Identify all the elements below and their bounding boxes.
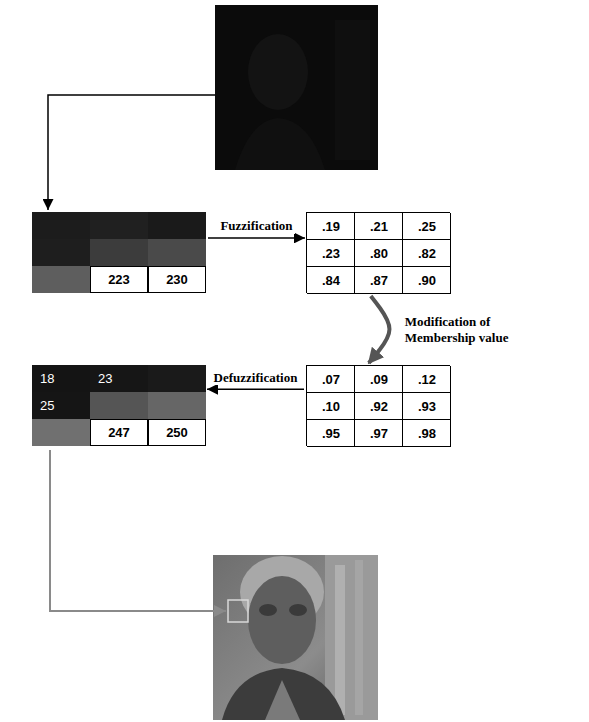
pixel-value: 23	[90, 365, 148, 392]
membership-value: .93	[403, 393, 451, 420]
membership-value: .95	[307, 420, 355, 447]
pixel-cell	[90, 212, 148, 239]
pixel-cell	[32, 212, 90, 239]
pixel-grid: 182325247250	[32, 365, 206, 446]
pixel-cell	[90, 239, 148, 266]
connector-arrow	[369, 296, 390, 363]
pixel-cell	[148, 239, 206, 266]
dark-source-image	[215, 5, 378, 170]
pixel-value: 223	[90, 266, 148, 293]
pixel-value: 18	[32, 365, 90, 392]
membership-value: .97	[355, 420, 403, 447]
pixel-value: 250	[148, 419, 206, 446]
enhanced-image	[213, 555, 378, 720]
pixel-value: 247	[90, 419, 148, 446]
pixel-value: 25	[32, 392, 90, 419]
membership-value: .87	[355, 267, 403, 294]
connector-arrow	[208, 237, 305, 239]
pixel-value: 230	[148, 266, 206, 293]
edge-label: Defuzzification	[212, 370, 300, 386]
flow-arrow	[50, 450, 226, 611]
membership-value: .07	[307, 366, 355, 393]
membership-value: .90	[403, 267, 451, 294]
membership-value: .12	[403, 366, 451, 393]
pixel-cell	[148, 392, 206, 419]
membership-value: .92	[355, 393, 403, 420]
membership-table: .07.09.12 .10.92.93 .95.97.98	[306, 365, 450, 446]
pixel-cell	[32, 239, 90, 266]
membership-value: .10	[307, 393, 355, 420]
membership-value: .09	[355, 366, 403, 393]
pixel-cell	[148, 365, 206, 392]
membership-value: .23	[307, 240, 355, 267]
connector-arrow	[207, 389, 304, 391]
pixel-cell	[32, 266, 90, 293]
membership-value: .84	[307, 267, 355, 294]
pixel-grid: 223230	[32, 212, 206, 293]
edge-label: Fuzzification	[218, 218, 294, 234]
edge-label: Modification of Membership value	[403, 314, 537, 345]
flow-arrow	[48, 95, 215, 210]
membership-value: .21	[355, 213, 403, 240]
pixel-cell	[32, 419, 90, 446]
membership-value: .25	[403, 213, 451, 240]
membership-value: .82	[403, 240, 451, 267]
membership-value: .80	[355, 240, 403, 267]
pixel-cell	[148, 212, 206, 239]
membership-value: .98	[403, 420, 451, 447]
membership-value: .19	[307, 213, 355, 240]
pixel-cell	[90, 392, 148, 419]
membership-table: .19.21.25 .23.80.82 .84.87.90	[306, 212, 450, 293]
